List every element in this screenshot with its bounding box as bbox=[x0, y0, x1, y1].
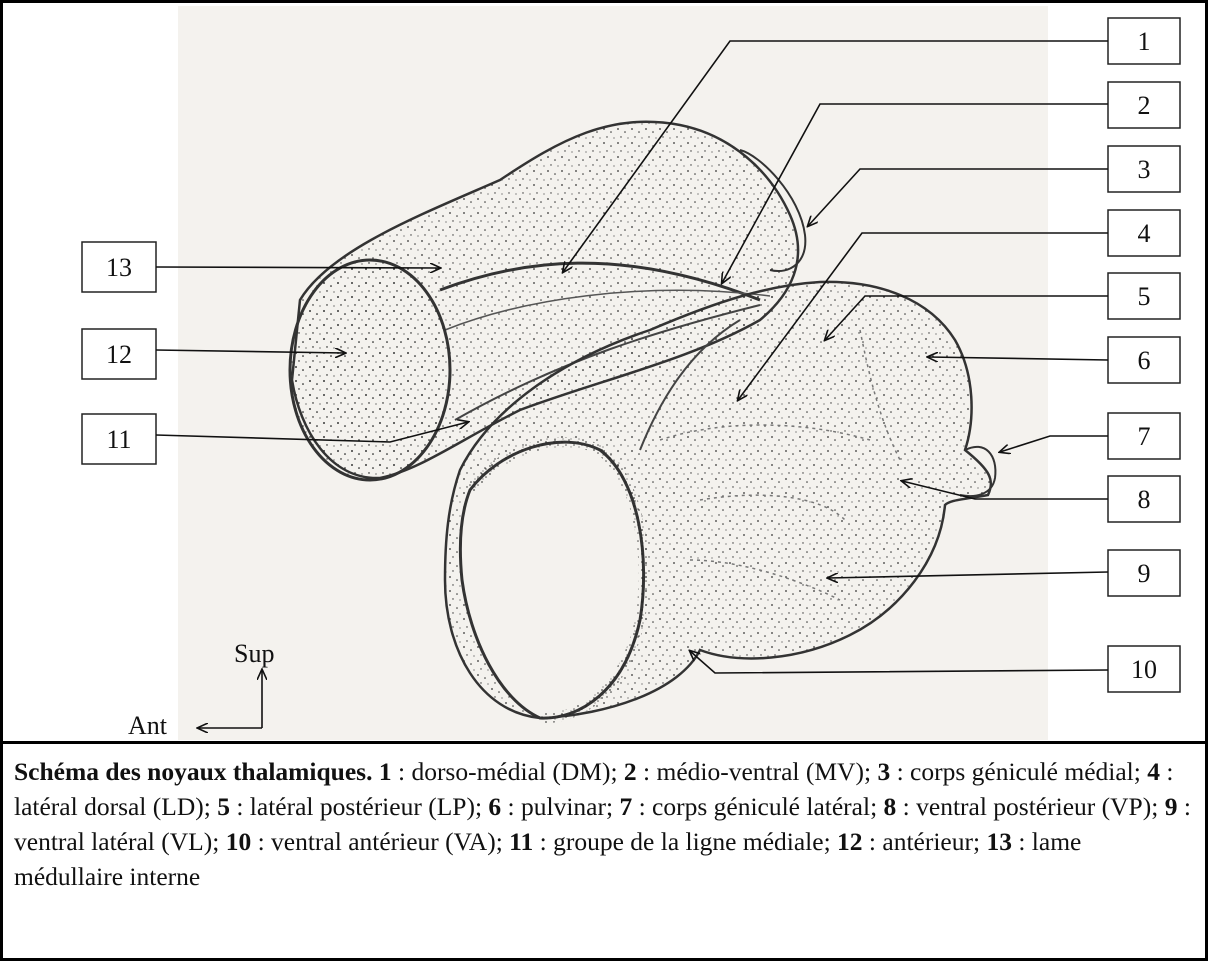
label-5-text: 5 bbox=[1138, 282, 1151, 311]
anterior-label: Ant bbox=[128, 711, 168, 740]
caption-item-1-num: 1 bbox=[379, 757, 392, 786]
figure-area: 1 2 3 4 5 6 7 8 9 10 13 12 bbox=[0, 0, 1208, 742]
caption-item-7-num: 7 bbox=[619, 792, 632, 821]
thalamus-diagram: 1 2 3 4 5 6 7 8 9 10 13 12 bbox=[0, 0, 1208, 742]
figure-caption: Schéma des noyaux thalamiques. 1 : dorso… bbox=[14, 754, 1194, 894]
caption-separator bbox=[0, 741, 1208, 744]
label-9-text: 9 bbox=[1138, 559, 1151, 588]
caption-item-12-text: : antérieur; bbox=[863, 827, 987, 856]
label-6: 6 bbox=[1108, 337, 1180, 383]
leader-13 bbox=[156, 267, 440, 268]
caption-item-1-text: : dorso-médial (DM); bbox=[392, 757, 624, 786]
label-12-text: 12 bbox=[106, 340, 132, 369]
label-1-text: 1 bbox=[1138, 27, 1151, 56]
caption-item-13-num: 13 bbox=[986, 827, 1012, 856]
caption-item-8-num: 8 bbox=[884, 792, 897, 821]
label-11-text: 11 bbox=[106, 425, 131, 454]
caption-item-6-num: 6 bbox=[488, 792, 501, 821]
label-7: 7 bbox=[1108, 413, 1180, 459]
label-12: 12 bbox=[82, 329, 156, 379]
label-4-text: 4 bbox=[1138, 219, 1151, 248]
label-2-text: 2 bbox=[1138, 91, 1151, 120]
label-4: 4 bbox=[1108, 210, 1180, 256]
caption-item-3-text: : corps géniculé médial; bbox=[890, 757, 1147, 786]
caption-item-12-num: 12 bbox=[837, 827, 863, 856]
label-9: 9 bbox=[1108, 550, 1180, 596]
caption-item-2-text: : médio-ventral (MV); bbox=[637, 757, 878, 786]
label-2: 2 bbox=[1108, 82, 1180, 128]
caption-item-5-num: 5 bbox=[217, 792, 230, 821]
superior-label: Sup bbox=[234, 639, 274, 668]
label-3: 3 bbox=[1108, 146, 1180, 192]
caption-item-9-num: 9 bbox=[1165, 792, 1178, 821]
caption-item-10-text: : ventral antérieur (VA); bbox=[251, 827, 509, 856]
label-1: 1 bbox=[1108, 18, 1180, 64]
label-13: 13 bbox=[82, 242, 156, 292]
label-5: 5 bbox=[1108, 273, 1180, 319]
caption-title: Schéma des noyaux thalamiques. bbox=[14, 757, 372, 786]
label-13-text: 13 bbox=[106, 253, 132, 282]
caption-item-11-num: 11 bbox=[509, 827, 533, 856]
caption-item-7-text: : corps géniculé latéral; bbox=[632, 792, 883, 821]
label-8: 8 bbox=[1108, 476, 1180, 522]
caption-item-5-text: : latéral postérieur (LP); bbox=[230, 792, 488, 821]
label-3-text: 3 bbox=[1138, 155, 1151, 184]
label-7-text: 7 bbox=[1138, 422, 1151, 451]
anterior-nucleus-disc bbox=[290, 260, 450, 480]
label-8-text: 8 bbox=[1138, 485, 1151, 514]
label-6-text: 6 bbox=[1138, 346, 1151, 375]
caption-item-8-text: : ventral postérieur (VP); bbox=[896, 792, 1164, 821]
label-11: 11 bbox=[82, 414, 156, 464]
caption-item-10-num: 10 bbox=[226, 827, 252, 856]
label-10: 10 bbox=[1108, 646, 1180, 692]
caption-item-3-num: 3 bbox=[877, 757, 890, 786]
caption-item-6-text: : pulvinar; bbox=[501, 792, 619, 821]
caption-item-2-num: 2 bbox=[624, 757, 637, 786]
caption-item-11-text: : groupe de la ligne médiale; bbox=[533, 827, 837, 856]
caption-item-4-num: 4 bbox=[1147, 757, 1160, 786]
label-10-text: 10 bbox=[1131, 655, 1157, 684]
